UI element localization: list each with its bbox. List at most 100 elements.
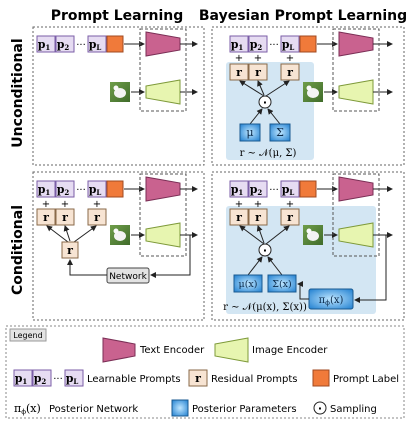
encoder-group-outline	[139, 173, 187, 257]
legend-sampling-label: Sampling	[330, 404, 377, 415]
residual-token-single	[61, 241, 79, 259]
row-header-conditional: Conditional	[10, 205, 26, 295]
svg-text:pL: pL	[282, 183, 295, 197]
plus-sign: +	[254, 53, 262, 64]
svg-text:r: r	[67, 244, 73, 257]
legend-learnable-prompts-label: Learnable Prompts	[87, 374, 181, 385]
legend-residual-prompt-icon	[188, 369, 208, 387]
posterior-param-sigma-x	[267, 274, 297, 293]
prompt-tokens-p3-cond: p1 p2 ··· pL	[36, 180, 124, 198]
svg-text:···: ···	[269, 185, 279, 196]
svg-text:Σ: Σ	[276, 126, 284, 139]
legend-title-tag	[9, 328, 47, 342]
encoder-group-outline	[332, 173, 380, 257]
svg-text:p2: p2	[34, 372, 47, 386]
svg-text:Σ(x): Σ(x)	[272, 279, 292, 290]
svg-text:···: ···	[76, 40, 86, 51]
svg-text:r: r	[94, 211, 100, 224]
svg-text:p1: p1	[231, 183, 244, 197]
svg-text:r: r	[255, 211, 261, 224]
svg-text:p2: p2	[250, 183, 263, 197]
svg-text:p2: p2	[250, 38, 263, 52]
plus-sign: +	[61, 199, 69, 210]
text-encoder-icon	[145, 31, 181, 57]
legend-box	[5, 325, 405, 419]
svg-text:···: ···	[269, 40, 279, 51]
svg-text:r: r	[236, 66, 242, 79]
residual-tokens-uncond: r r r	[229, 63, 300, 81]
legend-posterior-network-label: Posterior Network	[49, 404, 138, 415]
svg-text:r: r	[195, 372, 201, 385]
legend-posterior-network-symbol: πϕ(x)	[14, 402, 41, 416]
encoder-group-outline	[139, 28, 187, 112]
panel-unconditional-prompt	[32, 26, 205, 166]
svg-text:···: ···	[53, 374, 63, 385]
svg-text:p1: p1	[15, 372, 28, 386]
svg-text:p1: p1	[231, 38, 244, 52]
image-encoder-icon	[338, 79, 374, 105]
image-encoder-icon	[338, 222, 374, 248]
posterior-param-sigma	[269, 123, 291, 142]
plus-sign: +	[42, 199, 50, 210]
prompt-tokens-p2-uncond: p1 p2 ··· pL	[229, 35, 317, 53]
dog-image-icon	[303, 225, 323, 245]
legend-title: Legend	[13, 331, 42, 340]
svg-text:·: ·	[263, 244, 267, 257]
svg-text:r: r	[287, 211, 293, 224]
posterior-param-mu-x	[233, 274, 263, 293]
legend-learnable-prompts-icon: p1 p2 ··· pL	[13, 369, 84, 387]
text-encoder-icon	[145, 176, 181, 202]
svg-text:p2: p2	[57, 183, 70, 197]
svg-text:pL: pL	[282, 38, 295, 52]
svg-text:r: r	[236, 211, 242, 224]
prompt-label-box	[106, 35, 124, 53]
plus-sign: +	[254, 199, 262, 210]
svg-text:pL: pL	[89, 38, 102, 52]
prompt-tokens-p1-uncond: p1 p2 ··· pL	[36, 35, 124, 53]
sampling-node	[258, 243, 272, 257]
legend-image-encoder-label: Image Encoder	[252, 345, 328, 356]
column-header-bayesian-prompt-learning: Bayesian Prompt Learning	[199, 8, 407, 24]
svg-text:μ(x): μ(x)	[239, 279, 258, 290]
svg-text:···: ···	[76, 185, 86, 196]
panel-conditional-prompt	[32, 171, 205, 321]
legend-posterior-parameters-label: Posterior Parameters	[192, 404, 297, 415]
text-encoder-icon	[338, 31, 374, 57]
svg-text:r: r	[43, 211, 49, 224]
svg-text:·: ·	[263, 96, 267, 109]
image-encoder-icon	[145, 222, 181, 248]
svg-text:pL: pL	[89, 183, 102, 197]
dog-image-icon	[303, 82, 323, 102]
legend-posterior-parameters-icon	[171, 399, 189, 417]
posterior-param-mu	[239, 123, 261, 142]
dog-image-icon	[110, 225, 130, 245]
panel-unconditional-bayesian	[211, 26, 405, 166]
residual-tokens-cond: r r r	[36, 208, 107, 226]
prompt-tokens-p4-cond: p1 p2 ··· pL	[229, 180, 317, 198]
plus-sign: +	[286, 199, 294, 210]
legend-prompt-label-text: Prompt Label	[333, 374, 399, 385]
svg-text:pL: pL	[66, 372, 79, 386]
formula-cond: r ∼ 𝒩(μ(x), Σ(x))	[223, 302, 307, 313]
plus-sign: +	[235, 199, 243, 210]
formula-uncond: r ∼ 𝒩(μ, Σ)	[240, 148, 297, 159]
svg-text:μ: μ	[246, 126, 253, 139]
encoder-group-outline	[332, 28, 380, 112]
legend-prompt-label-icon	[312, 369, 330, 387]
legend-image-encoder-icon	[214, 337, 249, 363]
plus-sign: +	[235, 53, 243, 64]
legend-text-encoder-label: Text Encoder	[139, 345, 205, 356]
svg-text:p1: p1	[38, 183, 51, 197]
svg-text:r: r	[255, 66, 261, 79]
text-encoder-icon	[338, 176, 374, 202]
svg-text:r: r	[287, 66, 293, 79]
svg-text:p2: p2	[57, 38, 70, 52]
column-header-prompt-learning: Prompt Learning	[51, 8, 183, 24]
panel-conditional-bayesian	[211, 171, 405, 321]
svg-text:·: ·	[318, 402, 322, 415]
dog-image-icon	[110, 82, 130, 102]
svg-text:Network: Network	[109, 272, 147, 282]
legend-sampling-icon	[313, 401, 327, 415]
legend-text-encoder-icon	[102, 337, 136, 363]
